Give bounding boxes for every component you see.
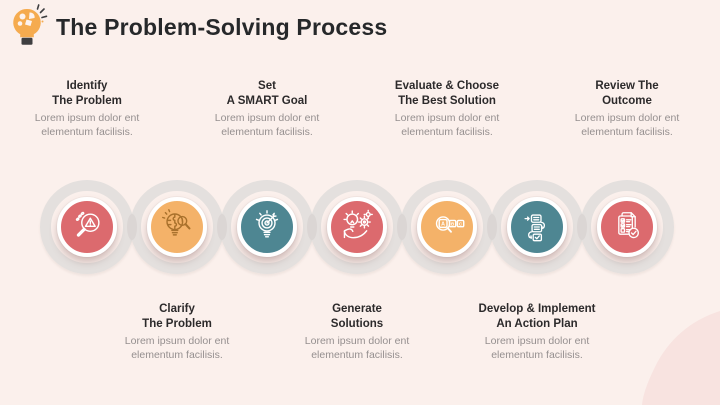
chain-link-joint — [397, 214, 407, 240]
chain-link-joint — [307, 214, 317, 240]
options-magnifier-icon: A B C — [435, 216, 465, 233]
step3-description: Lorem ipsum dolor ent elementum facilisi… — [214, 112, 320, 139]
lightbulb-puzzle-icon — [13, 4, 48, 45]
step1-circle — [57, 197, 117, 257]
step6-description: Lorem ipsum dolor ent elementum facilisi… — [484, 335, 590, 362]
step2-title: Clarify The Problem — [142, 303, 212, 331]
step6-title: Develop & Implement An Action Plan — [478, 303, 596, 331]
step3-circle — [237, 197, 297, 257]
step5-circle: A B C — [417, 197, 477, 257]
step5-title: Evaluate & Choose The Best Solution — [394, 80, 500, 108]
chain-link-joint — [487, 214, 497, 240]
corner-blob-shape — [642, 311, 720, 405]
step4-circle — [327, 197, 387, 257]
magnifier-warning-icon — [75, 211, 100, 237]
step7-description: Lorem ipsum dolor ent elementum facilisi… — [574, 112, 680, 139]
step2-circle — [147, 197, 207, 257]
slide-header: The Problem-Solving Process — [6, 4, 387, 50]
bulb-target-icon — [255, 210, 279, 238]
svg-text:A: A — [441, 221, 445, 227]
step2-label: Clarify The Problem Lorem ipsum dolor en… — [87, 302, 267, 362]
checklist-check-icon — [618, 212, 639, 239]
step5-label: Evaluate & Choose The Best Solution Lore… — [362, 79, 532, 139]
step1-label: Identify The Problem Lorem ipsum dolor e… — [2, 79, 172, 139]
step4-description: Lorem ipsum dolor ent elementum facilisi… — [304, 335, 410, 362]
step7-label: Review The Outcome Lorem ipsum dolor ent… — [542, 79, 712, 139]
svg-text:B: B — [451, 221, 455, 226]
step7-circle — [597, 197, 657, 257]
chain-link-joint — [127, 214, 137, 240]
step3-label: Set A SMART Goal Lorem ipsum dolor ent e… — [182, 79, 352, 139]
chain-link-joint — [217, 214, 227, 240]
idea-analysis-icon — [162, 209, 191, 236]
step6-label: Develop & Implement An Action Plan Lorem… — [447, 302, 627, 362]
step5-description: Lorem ipsum dolor ent elementum facilisi… — [394, 112, 500, 139]
step2-description: Lorem ipsum dolor ent elementum facilisi… — [124, 335, 230, 362]
step6-circle — [507, 197, 567, 257]
step1-description: Lorem ipsum dolor ent elementum facilisi… — [34, 112, 140, 139]
page-title: The Problem-Solving Process — [56, 13, 388, 40]
hand-bulb-gears-icon — [343, 209, 373, 239]
step4-label: Generate Solutions Lorem ipsum dolor ent… — [267, 302, 447, 362]
step3-title: Set A SMART Goal — [226, 80, 308, 108]
step7-title: Review The Outcome — [595, 80, 659, 108]
step4-title: Generate Solutions — [330, 303, 384, 331]
step1-title: Identify The Problem — [52, 80, 122, 108]
chain-link-joint — [577, 214, 587, 240]
flowchart-steps-icon — [524, 214, 546, 242]
svg-text:C: C — [459, 221, 463, 226]
